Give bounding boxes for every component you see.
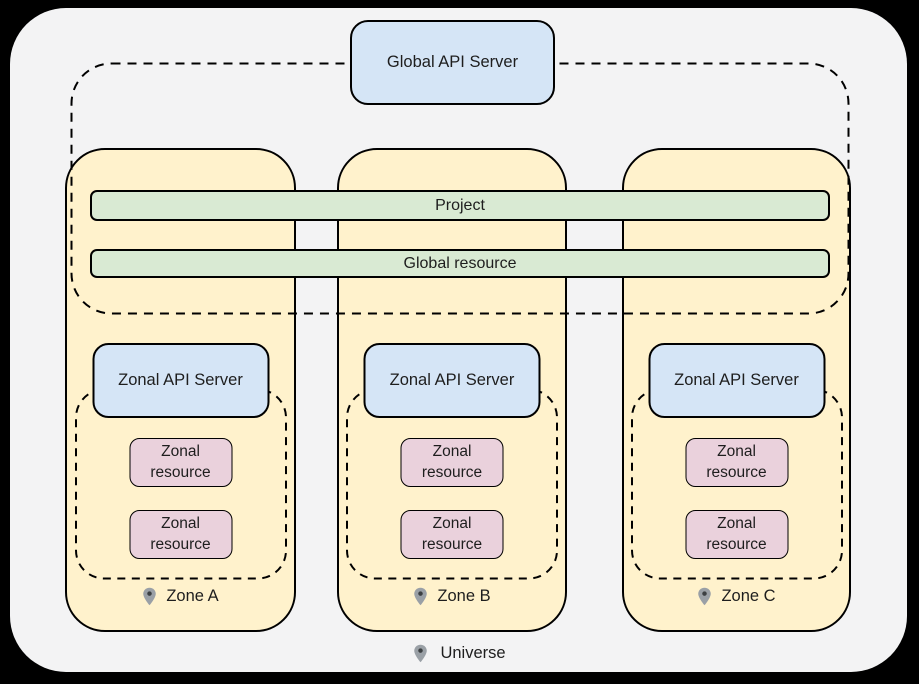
location-pin-icon	[414, 644, 428, 663]
zonal-api-server-label: Zonal API Server	[389, 371, 515, 389]
location-pin-icon	[414, 587, 428, 606]
global-resource-bar: Global resource	[90, 249, 830, 278]
zonal-api-server-box: Zonal API Server	[92, 343, 269, 418]
universe-label: Universe	[440, 644, 506, 662]
zone-label: Zone A	[166, 587, 219, 605]
zonal-resource-label: Zonal resource	[421, 442, 483, 481]
zone-label: Zone C	[721, 587, 776, 605]
zone-label: Zone B	[437, 587, 491, 605]
zonal-resource-label: Zonal resource	[150, 442, 211, 481]
zonal-resource-box: Zonal resource	[685, 438, 788, 487]
global-api-server-label: Global API Server	[386, 53, 519, 71]
zonal-resource-box: Zonal resource	[129, 510, 232, 559]
zonal-resource-box: Zonal resource	[685, 510, 788, 559]
zone-label-row: Zone A	[67, 587, 294, 606]
zone-label-row: Zone B	[339, 587, 565, 606]
project-bar-label: Project	[435, 196, 485, 214]
zonal-resource-box: Zonal resource	[400, 510, 504, 559]
location-pin-icon	[143, 587, 157, 606]
zonal-resource-box: Zonal resource	[129, 438, 232, 487]
global-api-server-box: Global API Server	[350, 20, 555, 105]
zonal-resource-label: Zonal resource	[421, 514, 483, 553]
project-bar: Project	[90, 190, 830, 221]
zonal-resource-label: Zonal resource	[150, 514, 211, 553]
global-resource-bar-label: Global resource	[403, 254, 517, 272]
zone-label-row: Zone C	[624, 587, 849, 606]
zonal-resource-label: Zonal resource	[706, 514, 767, 553]
zonal-api-server-box: Zonal API Server	[648, 343, 825, 418]
zonal-resource-box: Zonal resource	[400, 438, 504, 487]
zonal-api-server-label: Zonal API Server	[674, 371, 799, 389]
zonal-api-server-label: Zonal API Server	[118, 371, 243, 389]
zonal-resource-label: Zonal resource	[706, 442, 767, 481]
location-pin-icon	[698, 587, 712, 606]
universe-label-row: Universe	[0, 644, 919, 663]
zonal-api-server-box: Zonal API Server	[363, 343, 541, 418]
